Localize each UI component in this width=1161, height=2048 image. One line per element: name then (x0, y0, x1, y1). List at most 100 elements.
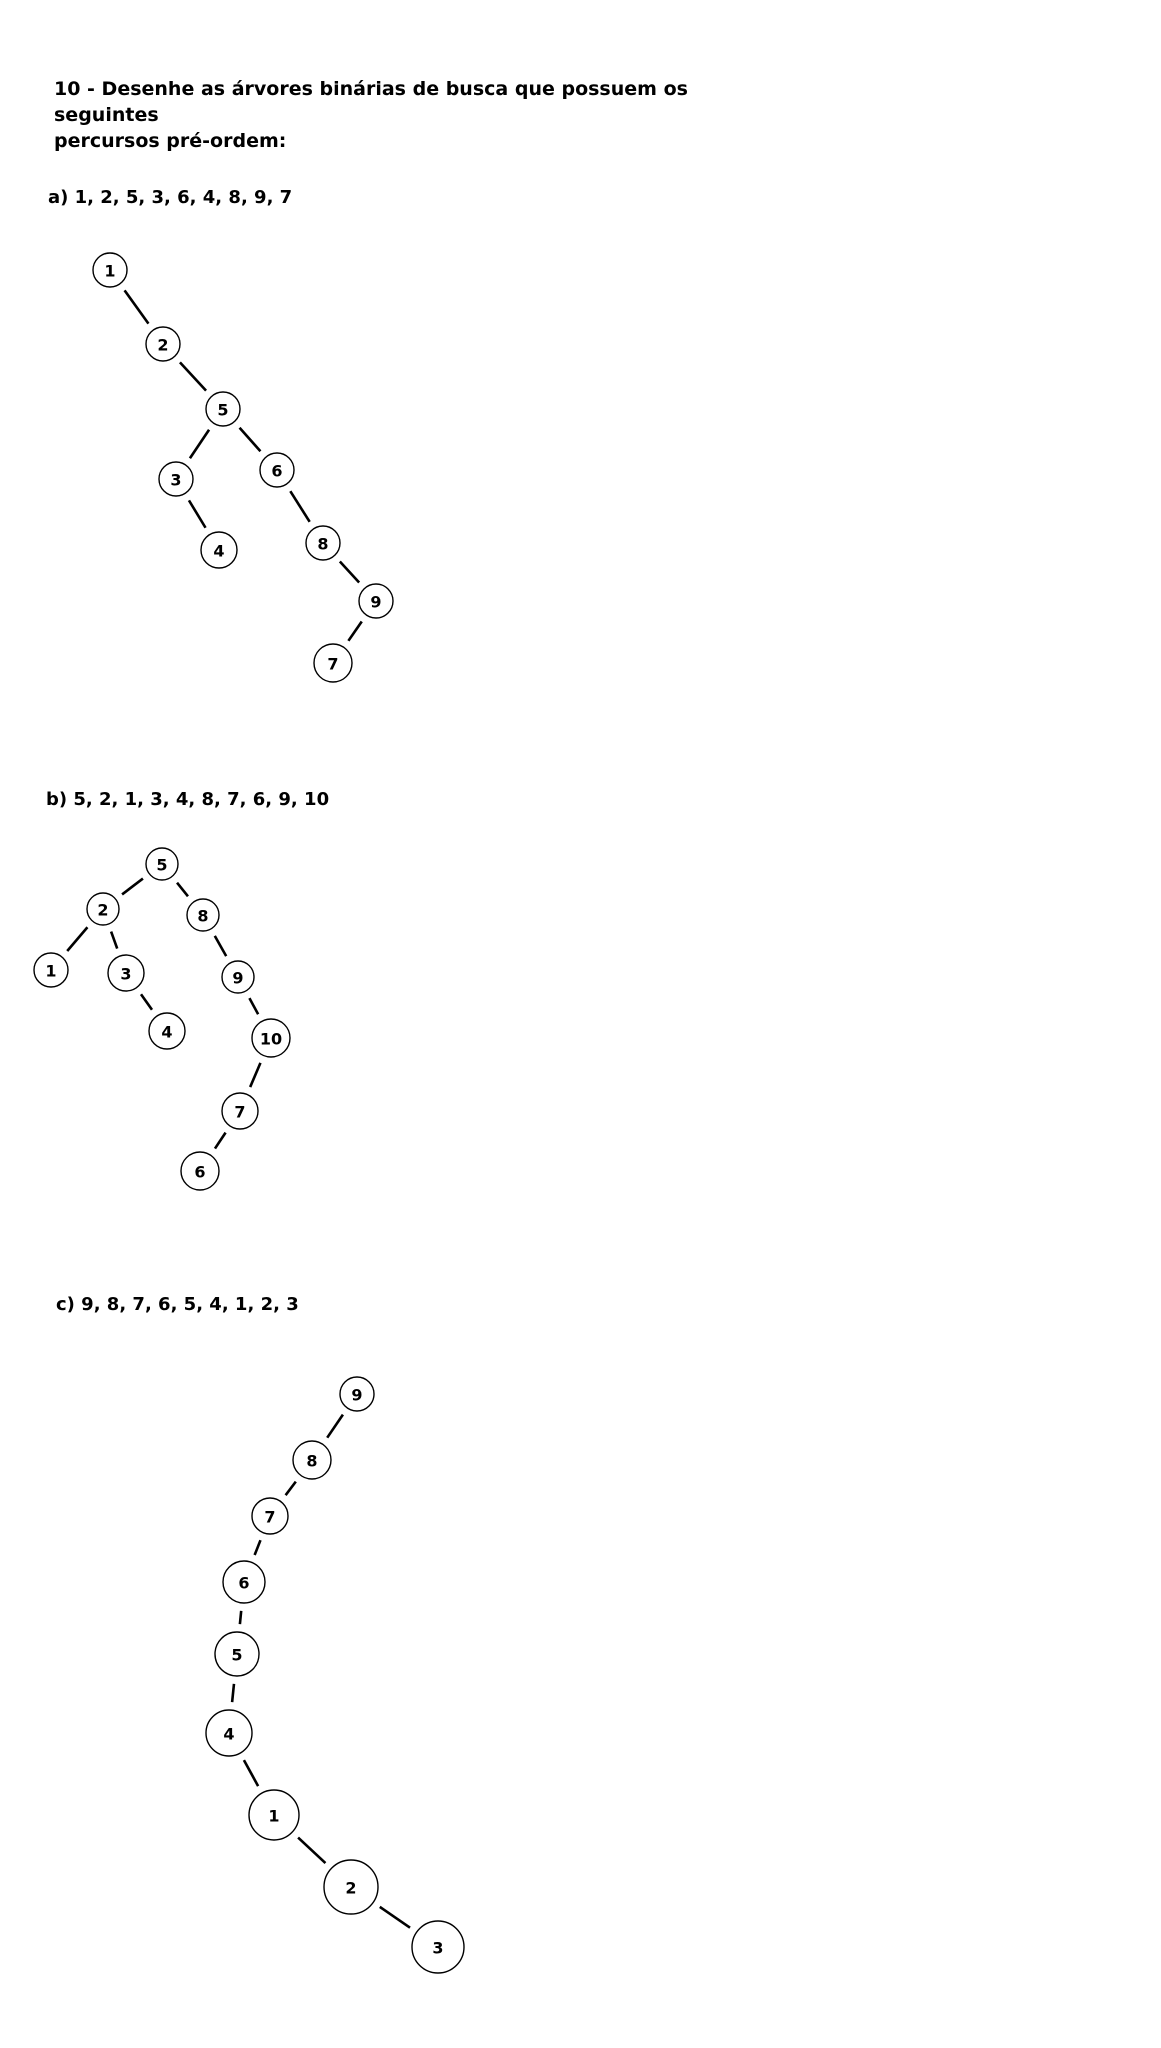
tree-b-edge-n3-n4 (139, 993, 154, 1011)
tree-a-node-9: 9 (358, 583, 394, 619)
tree-node-circle (339, 1376, 375, 1412)
tree-node-circle (205, 1709, 253, 1757)
tree-b-edge-n9-n10 (248, 997, 260, 1015)
tree-node-circle (205, 391, 241, 427)
tree-b-edge-n2-n3 (109, 931, 119, 949)
tree-node-circle (158, 461, 194, 497)
tree-node-label: 3 (120, 965, 131, 984)
tree-c-node-2: 2 (323, 1859, 379, 1915)
tree-node-label: 5 (156, 856, 167, 875)
tree-a-edge-n3-n4 (187, 499, 207, 529)
tree-a-edge-n1-n2 (123, 289, 150, 325)
tree-node-label: 6 (194, 1163, 205, 1182)
tree-node-circle (251, 1018, 291, 1058)
tree-b-edge-n5-n8 (176, 881, 189, 898)
tree-a-label: a) 1, 2, 5, 3, 6, 4, 8, 9, 7 (48, 187, 293, 208)
tree-b-node-3: 3 (107, 954, 145, 992)
tree-node-circle (305, 525, 341, 561)
tree-a-edge-n6-n8 (289, 490, 311, 523)
tree-node-label: 7 (327, 655, 338, 674)
tree-c-node-3: 3 (411, 1920, 465, 1974)
tree-c-edge-n7-n6 (253, 1539, 262, 1556)
tree-node-label: 4 (161, 1023, 172, 1042)
tree-a: 1 2 5 3 6 4 8 9 7 (92, 252, 394, 683)
tree-c-node-7: 7 (251, 1497, 289, 1535)
tree-c-edge-n1-n2 (297, 1836, 327, 1865)
tree-b-label: b) 5, 2, 1, 3, 4, 8, 7, 6, 9, 10 (46, 789, 330, 810)
tree-c-node-4: 4 (205, 1709, 253, 1757)
tree-node-circle (222, 1560, 266, 1604)
tree-node-label: 9 (370, 593, 381, 612)
tree-a-node-1: 1 (92, 252, 128, 288)
tree-node-circle (221, 1092, 259, 1130)
tree-a-node-3: 3 (158, 461, 194, 497)
tree-node-circle (411, 1920, 465, 1974)
tree-c-node-8: 8 (292, 1440, 332, 1480)
tree-b-node-2: 2 (86, 892, 120, 926)
tree-a-edge-n5-n3 (188, 429, 211, 459)
tree-node-label: 5 (231, 1646, 242, 1665)
tree-a-edge-n9-n7 (347, 620, 363, 642)
tree-b-node-5: 5 (145, 847, 179, 881)
tree-a-node-2: 2 (145, 326, 181, 362)
tree-node-circle (313, 643, 353, 683)
tree-node-label: 6 (238, 1574, 249, 1593)
tree-node-label: 6 (271, 462, 282, 481)
question-text: 10 - Desenhe as árvores binárias de busc… (54, 76, 694, 154)
tree-node-circle (180, 1151, 220, 1191)
tree-node-circle (107, 954, 145, 992)
tree-node-circle (251, 1497, 289, 1535)
tree-b-edge-n7-n6 (213, 1131, 227, 1150)
tree-c: 9 8 7 6 5 4 1 2 3 (205, 1376, 465, 1974)
tree-node-label: 9 (351, 1386, 362, 1405)
tree-node-label: 7 (264, 1508, 275, 1527)
tree-b-edge-n2-n1 (66, 926, 89, 952)
tree-node-label: 10 (260, 1030, 282, 1049)
tree-node-circle (248, 1789, 300, 1841)
tree-b-node-4: 4 (148, 1012, 186, 1050)
tree-node-label: 2 (97, 901, 108, 920)
tree-node-label: 1 (268, 1807, 279, 1826)
tree-node-label: 2 (157, 336, 168, 355)
tree-node-circle (200, 531, 238, 569)
tree-node-circle (221, 960, 255, 994)
tree-node-label: 5 (217, 401, 228, 420)
tree-node-label: 1 (104, 262, 115, 281)
tree-c-node-6: 6 (222, 1560, 266, 1604)
tree-b: 5 2 8 1 3 9 4 10 7 6 (33, 847, 291, 1191)
question-line-1: 10 - Desenhe as árvores binárias de busc… (54, 78, 688, 126)
tree-node-circle (148, 1012, 186, 1050)
tree-c-node-1: 1 (248, 1789, 300, 1841)
tree-node-label: 1 (45, 962, 56, 981)
tree-node-circle (259, 452, 295, 488)
tree-c-edge-n6-n5 (238, 1610, 243, 1625)
question-line-2: percursos pré-ordem: (54, 130, 287, 152)
tree-b-node-9: 9 (221, 960, 255, 994)
tree-c-edge-n4-n1 (242, 1759, 260, 1787)
tree-c-edge-n9-n8 (326, 1413, 344, 1439)
tree-a-node-7: 7 (313, 643, 353, 683)
tree-a-edge-n8-n9 (338, 560, 361, 584)
tree-node-circle (145, 326, 181, 362)
tree-node-label: 8 (197, 907, 208, 926)
tree-a-node-4: 4 (200, 531, 238, 569)
tree-node-circle (86, 892, 120, 926)
tree-node-label: 9 (232, 969, 243, 988)
tree-node-label: 2 (345, 1879, 356, 1898)
tree-node-label: 4 (223, 1725, 234, 1744)
tree-a-node-8: 8 (305, 525, 341, 561)
tree-c-edge-n5-n4 (230, 1683, 236, 1703)
tree-c-edge-n8-n7 (284, 1480, 297, 1496)
tree-node-label: 8 (306, 1452, 317, 1471)
tree-node-circle (33, 952, 69, 988)
tree-b-node-7: 7 (221, 1092, 259, 1130)
tree-node-circle (358, 583, 394, 619)
tree-a-edge-n5-n6 (238, 426, 262, 453)
tree-node-label: 4 (213, 542, 224, 561)
tree-a-edge-n2-n5 (179, 361, 207, 392)
tree-c-node-5: 5 (214, 1631, 260, 1677)
tree-node-label: 3 (170, 471, 181, 490)
tree-node-circle (145, 847, 179, 881)
tree-a-node-6: 6 (259, 452, 295, 488)
